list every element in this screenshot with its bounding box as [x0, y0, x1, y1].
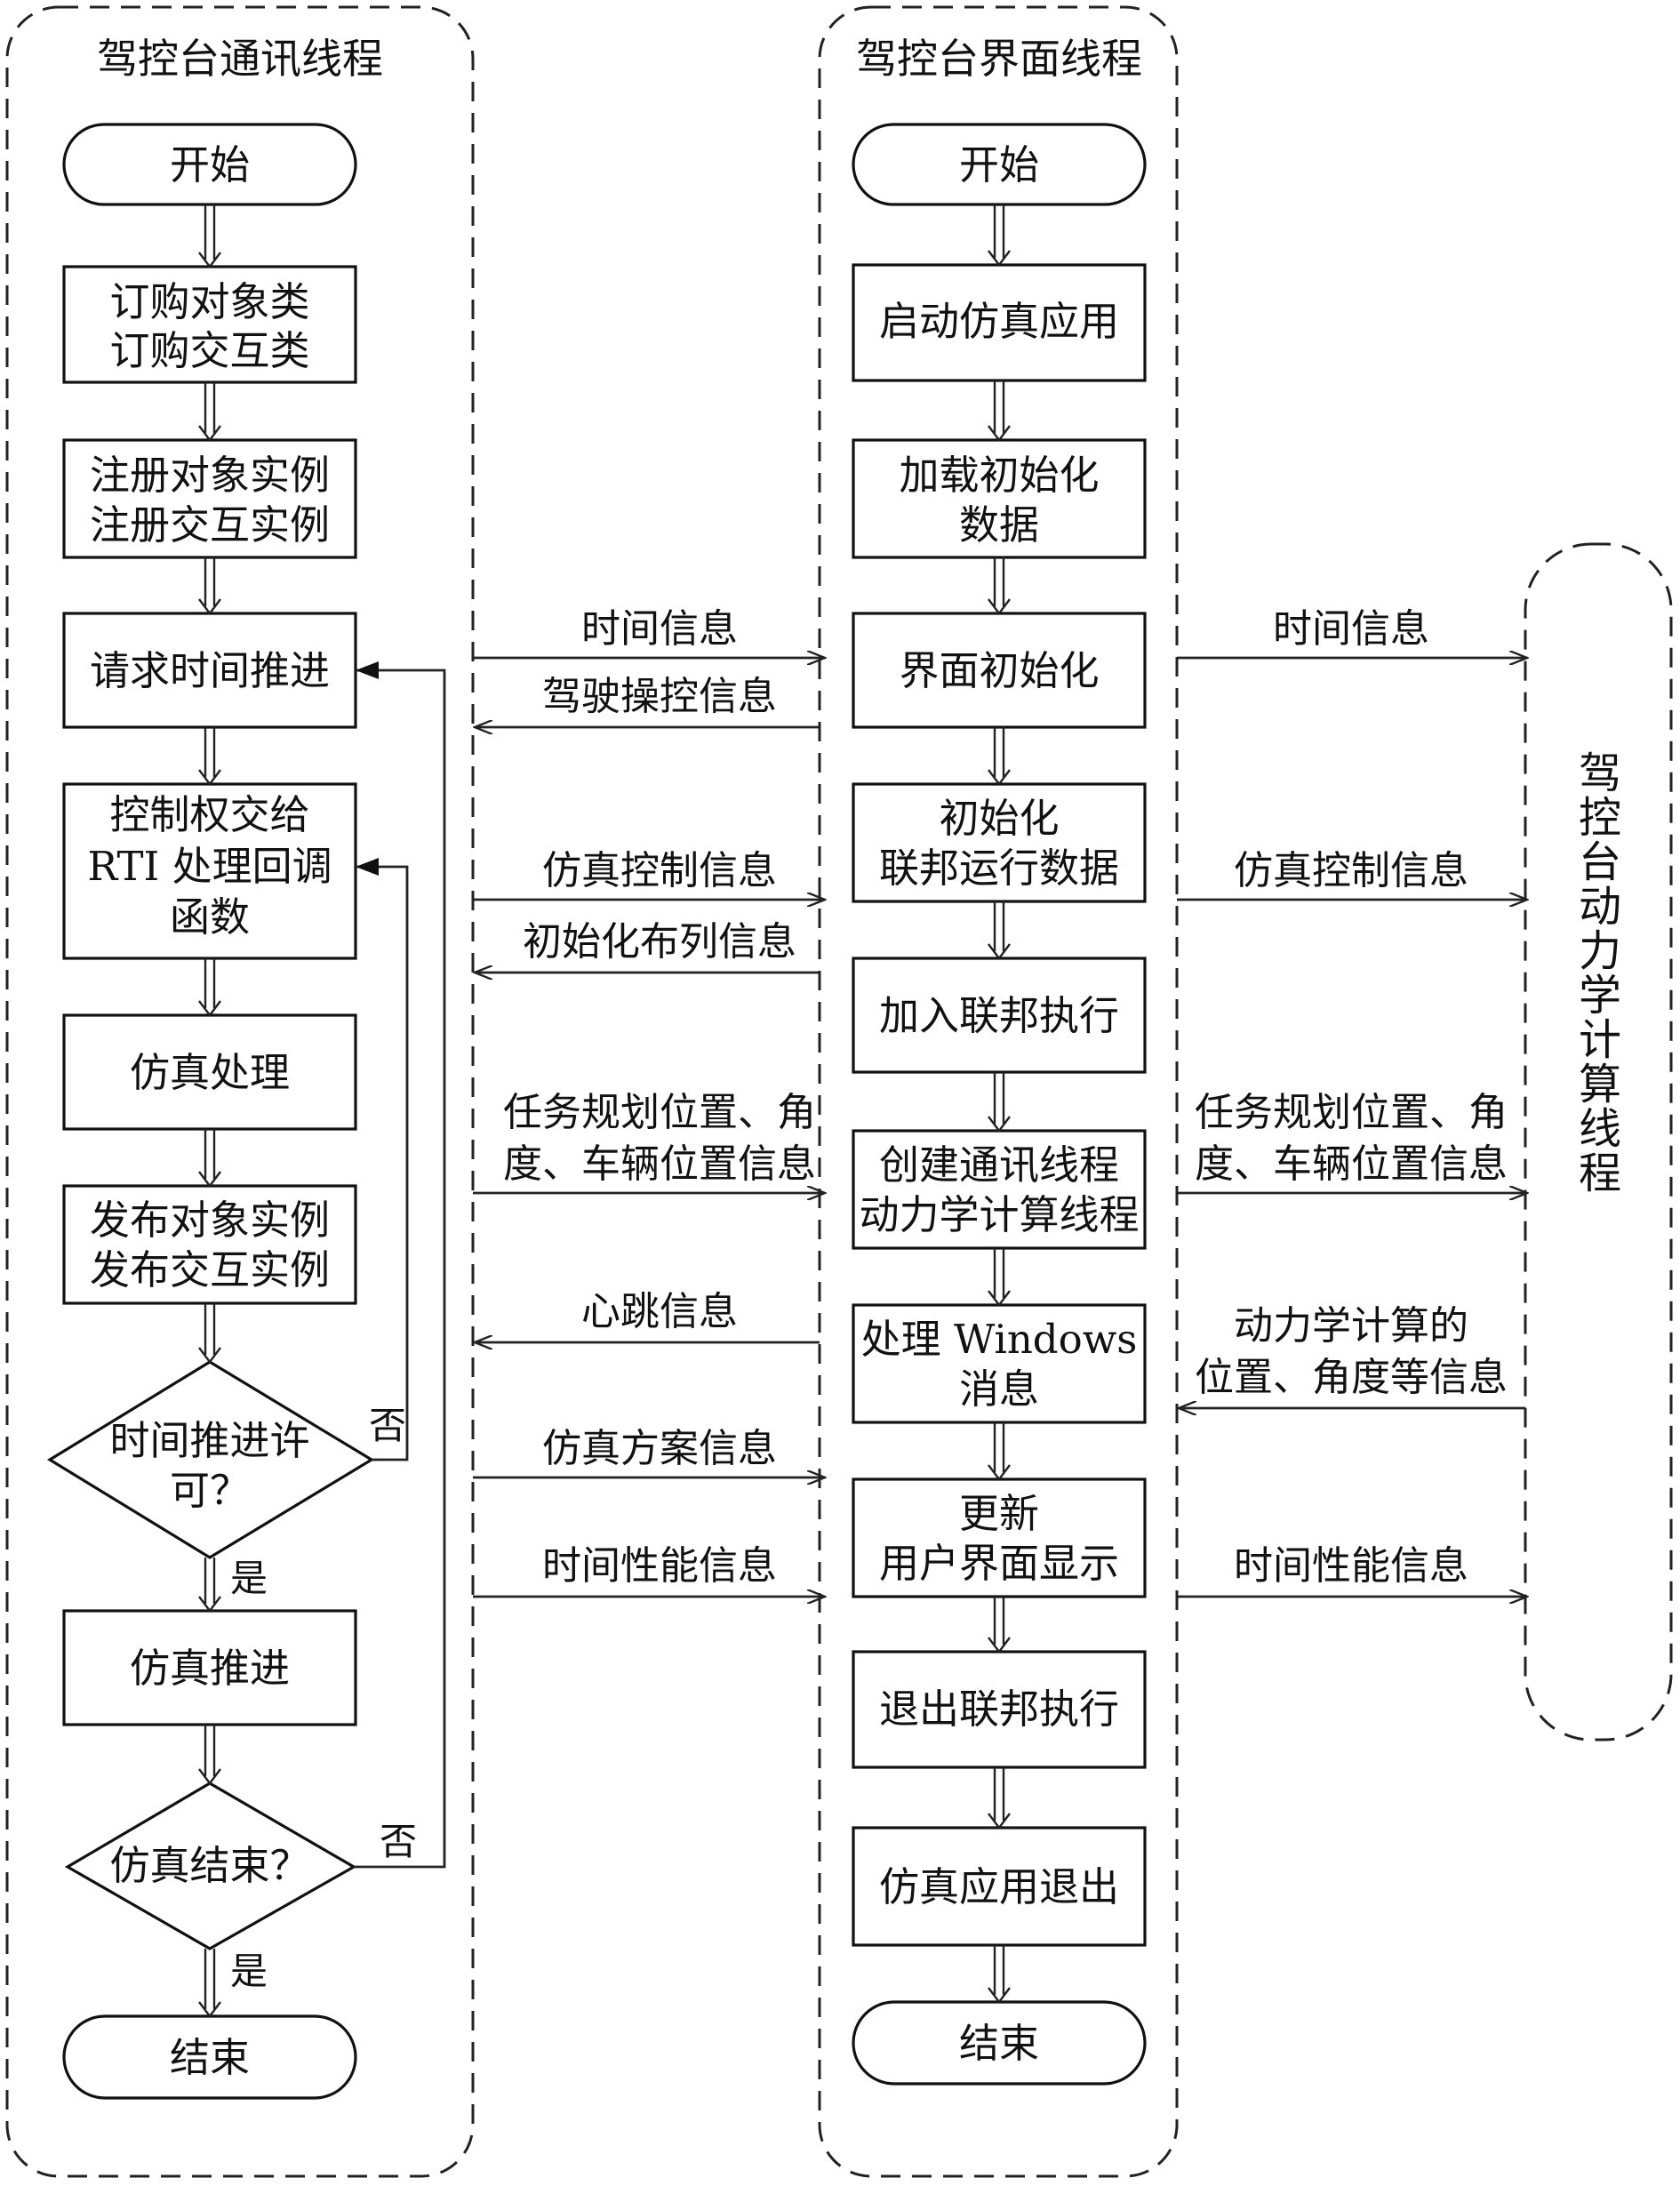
launch-box	[852, 263, 1147, 382]
msg-time-info-right: 时间信息	[1273, 606, 1429, 652]
comm-start-terminal	[62, 123, 357, 206]
rti-label-3: 函数	[170, 893, 250, 941]
ui-end-label: 结束	[959, 2020, 1039, 2067]
sim-end-decision	[64, 1782, 357, 1950]
msg-drive-ctrl-left: 驾驶操控信息	[542, 674, 777, 719]
msg-sim-ctrl-right: 仿真控制信息	[1234, 848, 1468, 893]
ui-flow-arrows	[988, 204, 1011, 2004]
sim-end-no-loop	[354, 661, 446, 1869]
load-label-1: 加载初始化	[899, 452, 1099, 499]
ui-start-label: 开始	[959, 141, 1039, 188]
ui-thread-lane	[818, 5, 1179, 2178]
msg-task-pos-left-1: 任务规划位置、角	[503, 1090, 816, 1135]
ui-thread-title: 驾控台界面线程	[856, 35, 1142, 83]
update-ui-label-2: 用户界面显示	[879, 1540, 1119, 1587]
comm-thread-lane	[5, 5, 475, 2178]
subscribe-box	[62, 265, 357, 384]
time-grant-label-1: 时间推进许	[109, 1417, 309, 1464]
subscribe-label-1: 订购对象类	[109, 278, 309, 325]
join-label: 加入联邦执行	[879, 992, 1119, 1039]
rti-label-1: 控制权交给	[109, 791, 309, 838]
fed-init-label-2: 联邦运行数据	[879, 845, 1119, 892]
comm-end-label: 结束	[170, 2034, 250, 2081]
subscribe-label-2: 订购交互类	[109, 327, 309, 374]
dynamics-thread-title: 驾控台动力学计算线程	[1579, 749, 1621, 1198]
fed-init-label-1: 初始化	[939, 795, 1059, 842]
rti-label-2: RTI 处理回调	[87, 843, 332, 890]
msg-init-layout-left: 初始化布列信息	[523, 919, 796, 965]
comm-flow-arrows	[198, 204, 221, 2018]
time-grant-no-label: 否	[369, 1404, 406, 1447]
publish-label-2: 发布交互实例	[90, 1246, 330, 1293]
request-time-label: 请求时间推进	[90, 647, 330, 694]
msg-dyn-result-right-2: 位置、角度等信息	[1195, 1355, 1508, 1400]
windows-msg-box	[852, 1303, 1147, 1424]
time-grant-yes-label: 是	[230, 1557, 268, 1600]
msg-time-info-left: 时间信息	[581, 606, 738, 652]
msg-dyn-result-right-1: 动力学计算的	[1234, 1303, 1468, 1349]
exit-label: 仿真应用退出	[879, 1863, 1119, 1910]
msg-task-pos-right-1: 任务规划位置、角	[1195, 1090, 1508, 1135]
ui-init-label: 界面初始化	[899, 647, 1099, 694]
time-grant-label-2: 可？	[170, 1467, 250, 1514]
msg-sim-plan-left: 仿真方案信息	[542, 1426, 777, 1471]
fed-init-box	[852, 782, 1147, 903]
ui-init-box	[852, 612, 1147, 729]
dynamics-thread-lane	[1524, 542, 1673, 1742]
windows-msg-label-1: 处理 Windows	[861, 1316, 1138, 1363]
msg-task-pos-left-2: 度、车辆位置信息	[503, 1141, 816, 1187]
launch-label: 启动仿真应用	[879, 298, 1119, 345]
msg-time-perf-left: 时间性能信息	[542, 1543, 777, 1589]
sim-advance-box	[62, 1609, 357, 1726]
time-grant-no-loop	[356, 858, 409, 1461]
messages-ui-dyn: 时间信息 仿真控制信息 任务规划位置、角 度、车辆位置信息 动力学计算的 位置、…	[1177, 606, 1527, 1597]
register-label-1: 注册对象实例	[90, 452, 330, 499]
publish-label-1: 发布对象实例	[90, 1197, 330, 1244]
time-grant-decision	[46, 1360, 375, 1559]
create-threads-box	[852, 1129, 1147, 1250]
join-box	[852, 957, 1147, 1074]
msg-heartbeat-left: 心跳信息	[581, 1289, 738, 1334]
messages-comm-ui: 时间信息 驾驶操控信息 仿真控制信息 初始化布列信息 任务规划位置、角 度、车辆…	[473, 606, 825, 1597]
update-ui-label-1: 更新	[959, 1490, 1039, 1537]
sim-end-yes-label: 是	[230, 1950, 268, 1993]
load-label-2: 数据	[959, 501, 1039, 549]
create-threads-label-1: 创建通讯线程	[879, 1141, 1119, 1189]
msg-task-pos-right-2: 度、车辆位置信息	[1195, 1141, 1508, 1187]
msg-time-perf-right: 时间性能信息	[1234, 1543, 1468, 1589]
resign-box	[852, 1650, 1147, 1769]
sim-end-no-label: 否	[380, 1820, 417, 1863]
exit-box	[852, 1826, 1147, 1947]
ui-start-terminal	[852, 123, 1147, 206]
resign-label: 退出联邦执行	[879, 1686, 1119, 1733]
comm-start-label: 开始	[170, 141, 250, 188]
msg-sim-ctrl-left: 仿真控制信息	[542, 848, 777, 893]
create-threads-label-2: 动力学计算线程	[859, 1191, 1139, 1238]
sim-end-label: 仿真结束？	[109, 1842, 309, 1889]
register-label-2: 注册交互实例	[90, 501, 330, 549]
sim-advance-label: 仿真推进	[130, 1645, 290, 1692]
windows-msg-label-2: 消息	[959, 1365, 1039, 1413]
register-box	[62, 438, 357, 559]
sim-process-label: 仿真处理	[130, 1049, 290, 1096]
comm-thread-title: 驾控台通讯线程	[97, 35, 383, 83]
